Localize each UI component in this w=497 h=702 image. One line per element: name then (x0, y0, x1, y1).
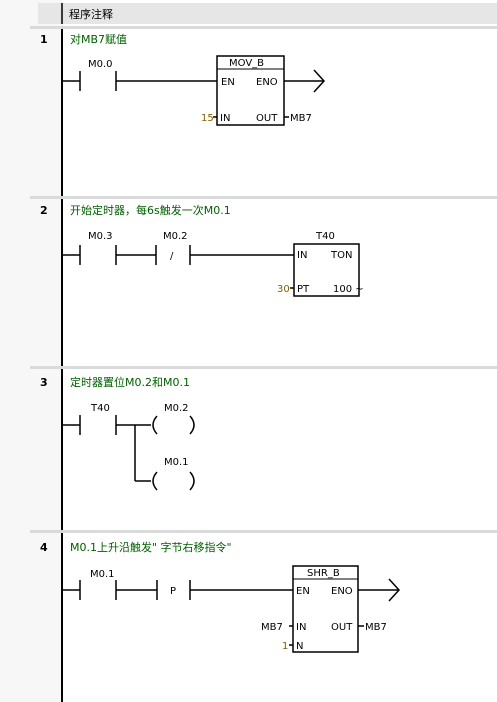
eno-arrow-icon (313, 69, 326, 93)
contact-nc[interactable]: M0.2 / (155, 231, 294, 265)
network-number: 2 (40, 204, 48, 217)
box-name: MOV_B (229, 58, 264, 69)
pin-in: IN (296, 622, 306, 633)
mov-b-box[interactable]: MOV_B EN ENO IN OUT 15 MB7 (201, 55, 326, 126)
coil[interactable]: M0.2 (152, 403, 195, 435)
pin-n: N (296, 641, 303, 652)
network-title[interactable]: 开始定时器，每6s触发一次M0.1 (70, 203, 231, 217)
pin-eno: ENO (331, 586, 353, 597)
pin-in: IN (297, 250, 307, 261)
pin-en: EN (221, 77, 235, 88)
out-operand[interactable]: MB7 (365, 622, 387, 633)
network-number: 3 (40, 376, 48, 389)
coil-label: M0.2 (164, 403, 189, 414)
network-title[interactable]: 定时器置位M0.2和M0.1 (70, 375, 190, 389)
out-operand[interactable]: MB7 (290, 113, 312, 124)
network-title[interactable]: 对MB7赋值 (70, 32, 127, 46)
shr-b-box[interactable]: SHR_B EN ENO IN OUT N MB7 MB7 1 (261, 565, 401, 653)
contact-label: T40 (90, 403, 110, 414)
network-4[interactable]: 4 M0.1上升沿触发" 字节右移指令" M0.1 P SHR_B EN ENO… (30, 530, 497, 702)
in-operand[interactable]: MB7 (261, 622, 283, 633)
pin-en: EN (296, 586, 310, 597)
pt-constant[interactable]: 30 (277, 284, 290, 295)
box-name: SHR_B (307, 568, 340, 579)
pin-pt: PT (297, 284, 310, 295)
contact-label: M0.0 (88, 59, 113, 70)
header: 程序注释 (38, 3, 497, 24)
pin-out: OUT (331, 622, 353, 633)
contact-label: M0.2 (163, 231, 188, 242)
contact-no[interactable]: M0.1 (62, 569, 157, 600)
network-number: 4 (40, 541, 48, 554)
pin-out: OUT (256, 113, 278, 124)
coil[interactable]: M0.1 (152, 457, 195, 491)
contact-no[interactable]: M0.3 (62, 231, 156, 265)
in-constant[interactable]: 15 (201, 113, 214, 124)
n-constant[interactable]: 1 (282, 641, 288, 652)
ton-timer-box[interactable]: T40 IN TON PT 100 ~ 30 (277, 231, 364, 297)
contact-no[interactable]: T40 (62, 403, 151, 482)
pin-in: IN (220, 113, 230, 124)
network-2[interactable]: 2 开始定时器，每6s触发一次M0.1 M0.3 M0.2 / T40 IN T… (30, 196, 497, 366)
header-title: 程序注释 (69, 7, 113, 21)
network-3[interactable]: 3 定时器置位M0.2和M0.1 T40 M0.2 M0.1 (30, 366, 497, 530)
timer-name: T40 (315, 231, 335, 242)
contact-label: M0.1 (90, 569, 115, 580)
timer-type: TON (330, 250, 352, 261)
network-1[interactable]: 1 对MB7赋值 M0.0 MOV_B EN ENO IN OUT 15 (30, 26, 497, 196)
positive-edge-contact[interactable]: P (156, 580, 293, 600)
edge-symbol: P (170, 586, 176, 597)
contact-label: M0.3 (88, 231, 113, 242)
time-base: 100 ~ (333, 284, 364, 295)
network-gutter (0, 0, 62, 702)
contact-no[interactable]: M0.0 (62, 59, 217, 91)
network-title[interactable]: M0.1上升沿触发" 字节右移指令" (70, 540, 232, 554)
pin-eno: ENO (256, 77, 278, 88)
coil-label: M0.1 (164, 457, 189, 468)
eno-arrow-icon (388, 578, 401, 602)
network-number: 1 (40, 33, 48, 46)
nc-slash: / (170, 251, 174, 262)
